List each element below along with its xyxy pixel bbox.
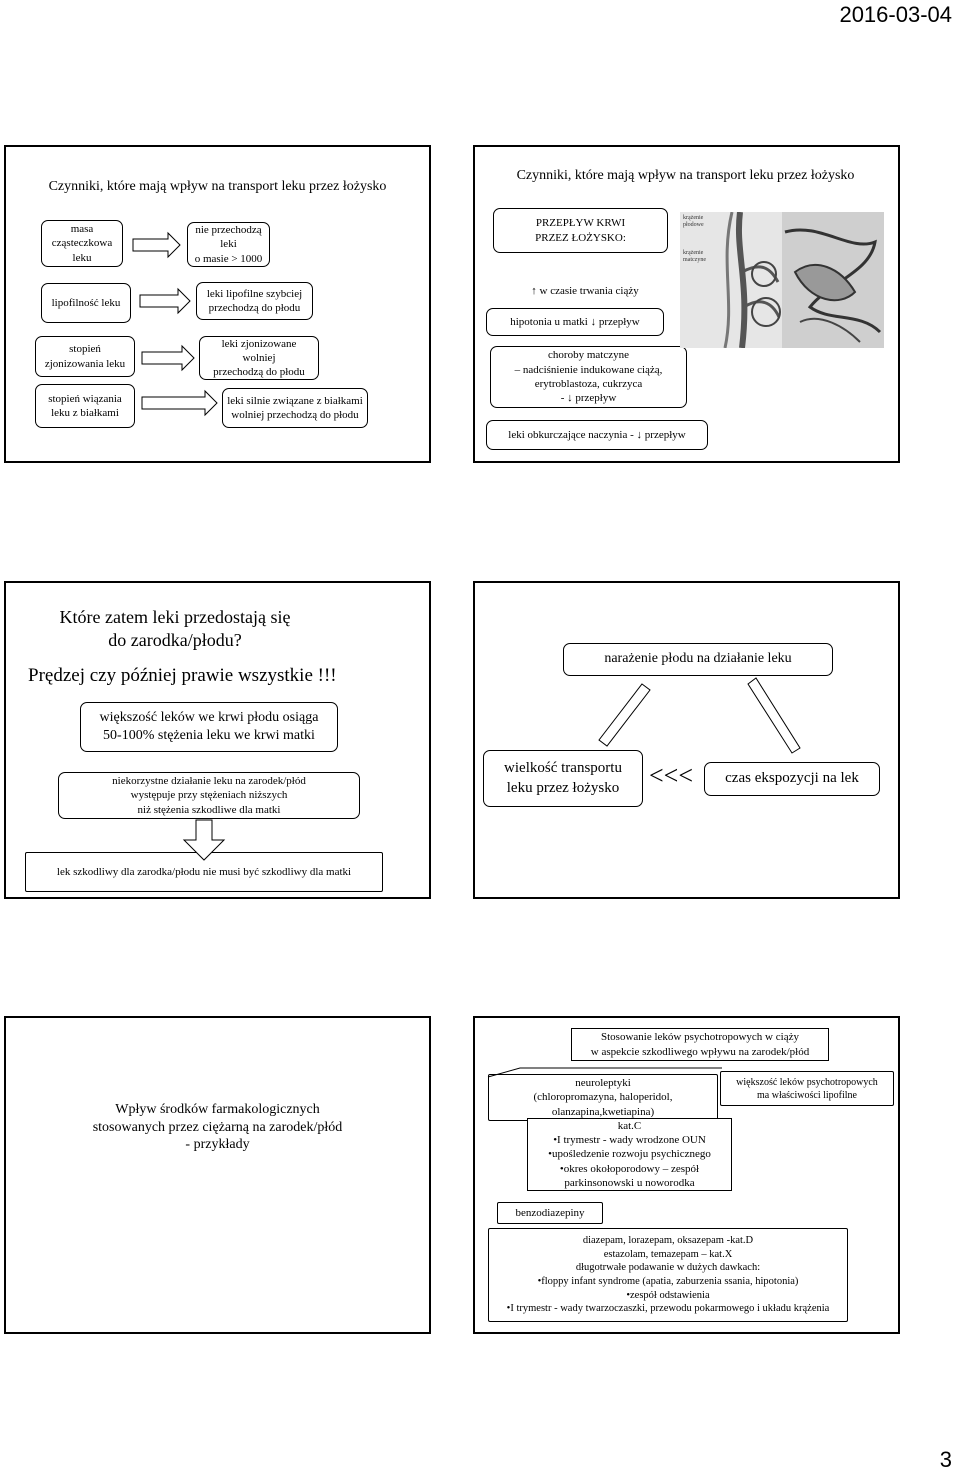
exposure-time-box: czas ekspozycji na lek — [704, 762, 880, 796]
fetus-exposure-box: narażenie płodu na działanie leku — [563, 643, 833, 676]
factor-lipophilicity: lipofilność leku — [41, 283, 131, 323]
less-than-symbol: <<< — [649, 761, 693, 790]
transport-size-box: wielkość transportu leku przez łożysko — [483, 750, 643, 807]
diseases-flow-label: przepływ — [575, 392, 617, 405]
factor-protein-binding: stopień wiązania leku z białkami — [35, 384, 135, 428]
image-label-maternal: krążenie matczyne — [683, 250, 706, 263]
down-arrow-icon: ↓ — [567, 392, 573, 405]
effect-lipophilic-faster: leki lipofilne szybciej przechodzą do pł… — [196, 282, 313, 320]
slide5-title: Wpływ środków farmakologicznych stosowan… — [92, 1102, 343, 1152]
slide2-title: Czynniki, które mają wpływ na transport … — [516, 168, 855, 183]
date-header: 2016-03-04 — [839, 2, 952, 27]
concentration-box: większość leków we krwi płodu osiąga 50-… — [80, 702, 338, 752]
effect-ionized-slower: leki zjonizowane wolniej przechodzą do p… — [199, 336, 319, 380]
neuroleptics-box: neuroleptyki (chloropromazyna, haloperid… — [488, 1074, 718, 1121]
pregnancy-label: w czasie trwania ciąży — [539, 285, 639, 298]
diseases-label: choroby matczyne – nadciśnienie indukowa… — [514, 349, 663, 390]
psychotropics-header: Stosowanie leków psychotropowych w ciąży… — [571, 1028, 829, 1061]
pregnancy-increase-text: ↑ w czasie trwania ciąży — [510, 270, 660, 299]
hypotension-label: hipotonia u matki — [510, 315, 588, 328]
neuroleptics-details: kat.C •I trymestr - wady wrodzone OUN •u… — [527, 1118, 732, 1191]
vasoconstrictors-box: leki obkurczające naczynia - ↓ przepływ — [486, 420, 708, 450]
down-arrow-icon: ↓ — [636, 428, 643, 441]
benzodiazepines-details: diazepam, lorazepam, oksazepam -kat.D es… — [488, 1228, 848, 1322]
effect-protein-bound-slower: leki silnie związane z białkami wolniej … — [222, 388, 368, 428]
factor-ionization: stopień zjonizowania leku — [35, 336, 135, 377]
up-arrow-icon: ↑ — [531, 285, 537, 298]
flow-label: przepływ — [598, 315, 640, 328]
fetus-harmful-box: lek szkodliwy dla zarodka/płodu nie musi… — [25, 852, 383, 892]
slide1-title: Czynniki, które mają wpływ na transport … — [48, 179, 387, 194]
benzodiazepines-label: benzodiazepiny — [497, 1202, 603, 1224]
slide-exposure — [473, 581, 900, 899]
blood-flow-box: PRZEPŁYW KRWI PRZEZ ŁOŻYSKO: — [493, 208, 668, 253]
slide-pharmacological-agents — [4, 1016, 431, 1334]
page-number: 3 — [939, 1447, 952, 1472]
down-arrow-icon: ↓ — [590, 315, 597, 328]
hypotension-box: hipotonia u matki ↓ przepływ — [486, 308, 664, 336]
maternal-diseases-box: choroby matczyne – nadciśnienie indukowa… — [490, 346, 687, 408]
effect-mass-over-1000: nie przechodzą leki o masie > 1000 — [187, 222, 270, 267]
answer-text: Prędzej czy później prawie wszystkie !!! — [28, 665, 337, 686]
factor-molecular-mass: masa cząsteczkowa leku — [41, 220, 123, 267]
image-label-fetal: krążenie płodowe — [683, 215, 704, 228]
harmful-lower-concentration-box: niekorzystne działanie leku na zarodek/p… — [58, 772, 360, 819]
vasoconstrictors-flow-label: przepływ — [644, 428, 686, 441]
placenta-illustration: krążenie płodowe krążenie matczyne — [680, 212, 884, 348]
vasoconstrictors-label: leki obkurczające naczynia - — [508, 428, 634, 441]
lipophilic-note: większość leków psychotropowych ma właśc… — [720, 1071, 894, 1106]
question-text: Które zatem leki przedostają się do zaro… — [59, 607, 291, 650]
diseases-flow: - ↓ przepływ — [560, 392, 617, 405]
